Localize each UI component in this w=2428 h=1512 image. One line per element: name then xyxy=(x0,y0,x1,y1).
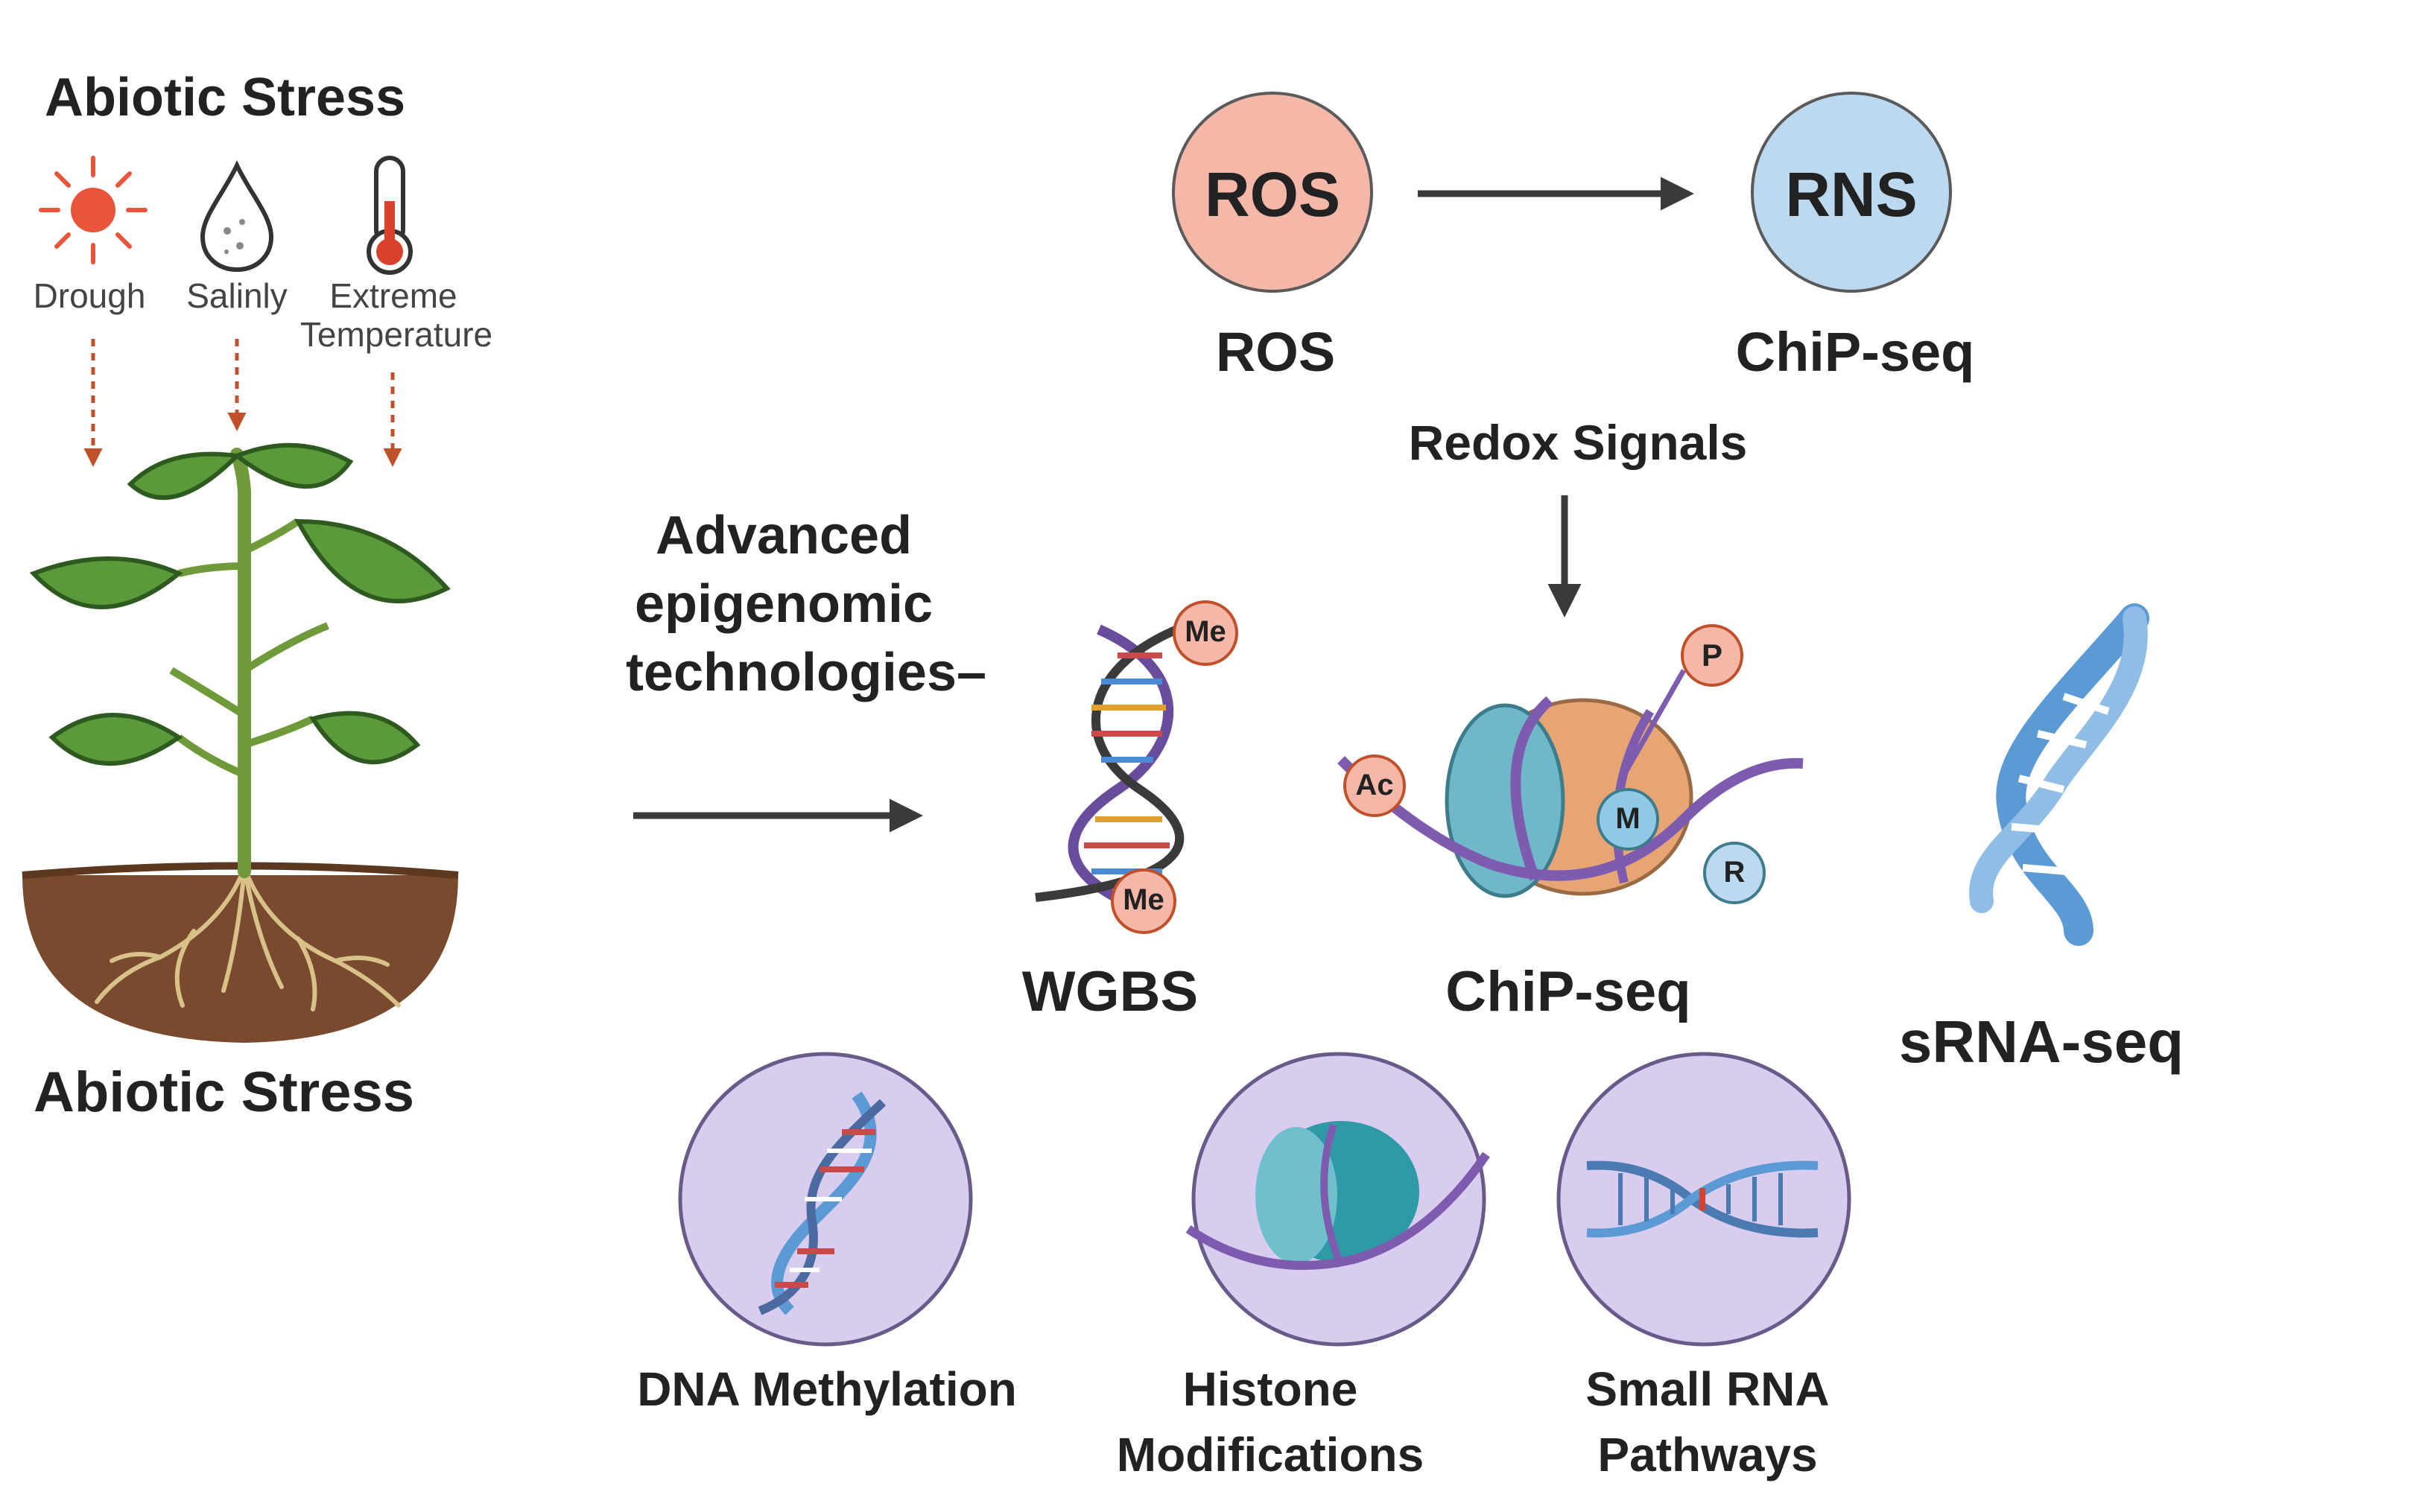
dna-methylation-helix xyxy=(1035,600,1238,934)
ros-caption: ROS xyxy=(1215,321,1336,383)
r-tag: R xyxy=(1723,856,1746,889)
rns-caption: ChiP-seq xyxy=(1735,321,1975,383)
mechanism-label-histone-line1: Histone xyxy=(1182,1362,1358,1416)
methyl-histone-tag: M xyxy=(1615,802,1641,835)
mechanism-label-dna-methylation: DNA Methylation xyxy=(637,1362,1017,1416)
stressor-label-drought: Drough xyxy=(33,276,146,315)
plant-caption: Abiotic Stress xyxy=(34,1061,415,1124)
stress-title: Abiotic Stress xyxy=(45,68,406,127)
ros-circle-text: ROS xyxy=(1204,159,1341,229)
rns-circle-text: RNS xyxy=(1785,159,1918,229)
thermometer-icon xyxy=(367,156,413,275)
mechanism-circle-histone xyxy=(1185,1052,1490,1347)
technologies-heading-line1: Advanced xyxy=(655,506,913,565)
wgbs-label: WGBS xyxy=(1021,960,1199,1023)
acetyl-tag: Ac xyxy=(1355,769,1394,801)
stress-arrows xyxy=(83,339,402,467)
nucleosome-illustration xyxy=(1337,624,1804,904)
mechanism-circle-srna xyxy=(1556,1052,1851,1347)
mechanism-circle-dna xyxy=(678,1052,973,1347)
methyl-tag-bottom: Me xyxy=(1123,883,1164,916)
stressor-label-salinity: Salinly xyxy=(186,276,288,315)
rns-circle-shape xyxy=(1751,92,1952,293)
phospho-tag: P xyxy=(1701,638,1723,673)
mechanism-label-srna-line1: Small RNA xyxy=(1585,1362,1830,1416)
sun-icon xyxy=(39,156,148,264)
srna-helix xyxy=(1969,603,2149,946)
technologies-heading-line3: technologies– xyxy=(625,643,987,702)
ros-circle-shape xyxy=(1172,92,1373,293)
technologies-heading-line2: epigenomic xyxy=(634,574,934,634)
mechanism-label-histone-line2: Modifications xyxy=(1116,1428,1424,1481)
water-drop-icon xyxy=(200,159,274,273)
stressor-label-temperature-line2: Temperature xyxy=(299,315,493,354)
srna-seq-label: sRNA-seq xyxy=(1898,1008,2184,1075)
redox-signals-label: Redox Signals xyxy=(1408,415,1748,470)
methyl-tag-top: Me xyxy=(1185,615,1226,648)
plant-illustration xyxy=(22,442,459,1043)
mechanism-label-srna-line2: Pathways xyxy=(1597,1428,1818,1481)
chip-seq-label: ChiP-seq xyxy=(1445,960,1691,1023)
stressor-label-temperature-line1: Extreme xyxy=(329,276,457,315)
